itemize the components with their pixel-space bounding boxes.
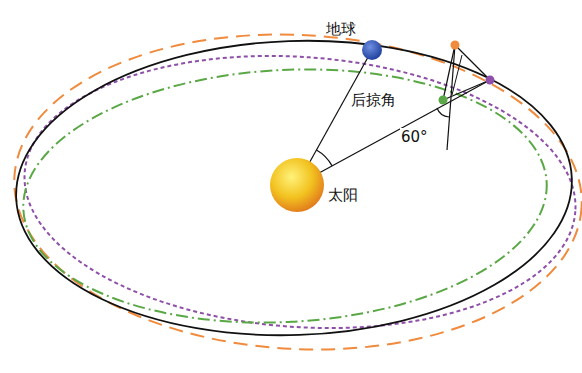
probe-orange [451, 41, 460, 50]
earth [362, 40, 382, 60]
orbit-purple [15, 38, 582, 346]
label-box: 60° [400, 128, 429, 146]
angle-label: 后掠角 [350, 91, 397, 109]
angle-arc [437, 108, 449, 117]
formation-line [443, 80, 490, 100]
earth-label: 地球 [326, 20, 356, 38]
orbit-earth [11, 31, 577, 344]
sun [270, 158, 324, 212]
label-box: 地球 [326, 20, 356, 38]
formation-line [447, 45, 455, 150]
sun-label: 太阳 [328, 186, 358, 204]
orbit-green [17, 56, 553, 335]
label-box: 太阳 [328, 186, 358, 204]
angle-value: 60° [400, 128, 429, 146]
probe-green [439, 96, 448, 105]
sweep-angle-arc [316, 150, 332, 166]
label-box: 后掠角 [350, 91, 397, 109]
orbit-orange [6, 20, 582, 363]
formation-line [452, 55, 462, 95]
probe-purple [486, 76, 495, 85]
sun-probe-line [297, 80, 490, 185]
